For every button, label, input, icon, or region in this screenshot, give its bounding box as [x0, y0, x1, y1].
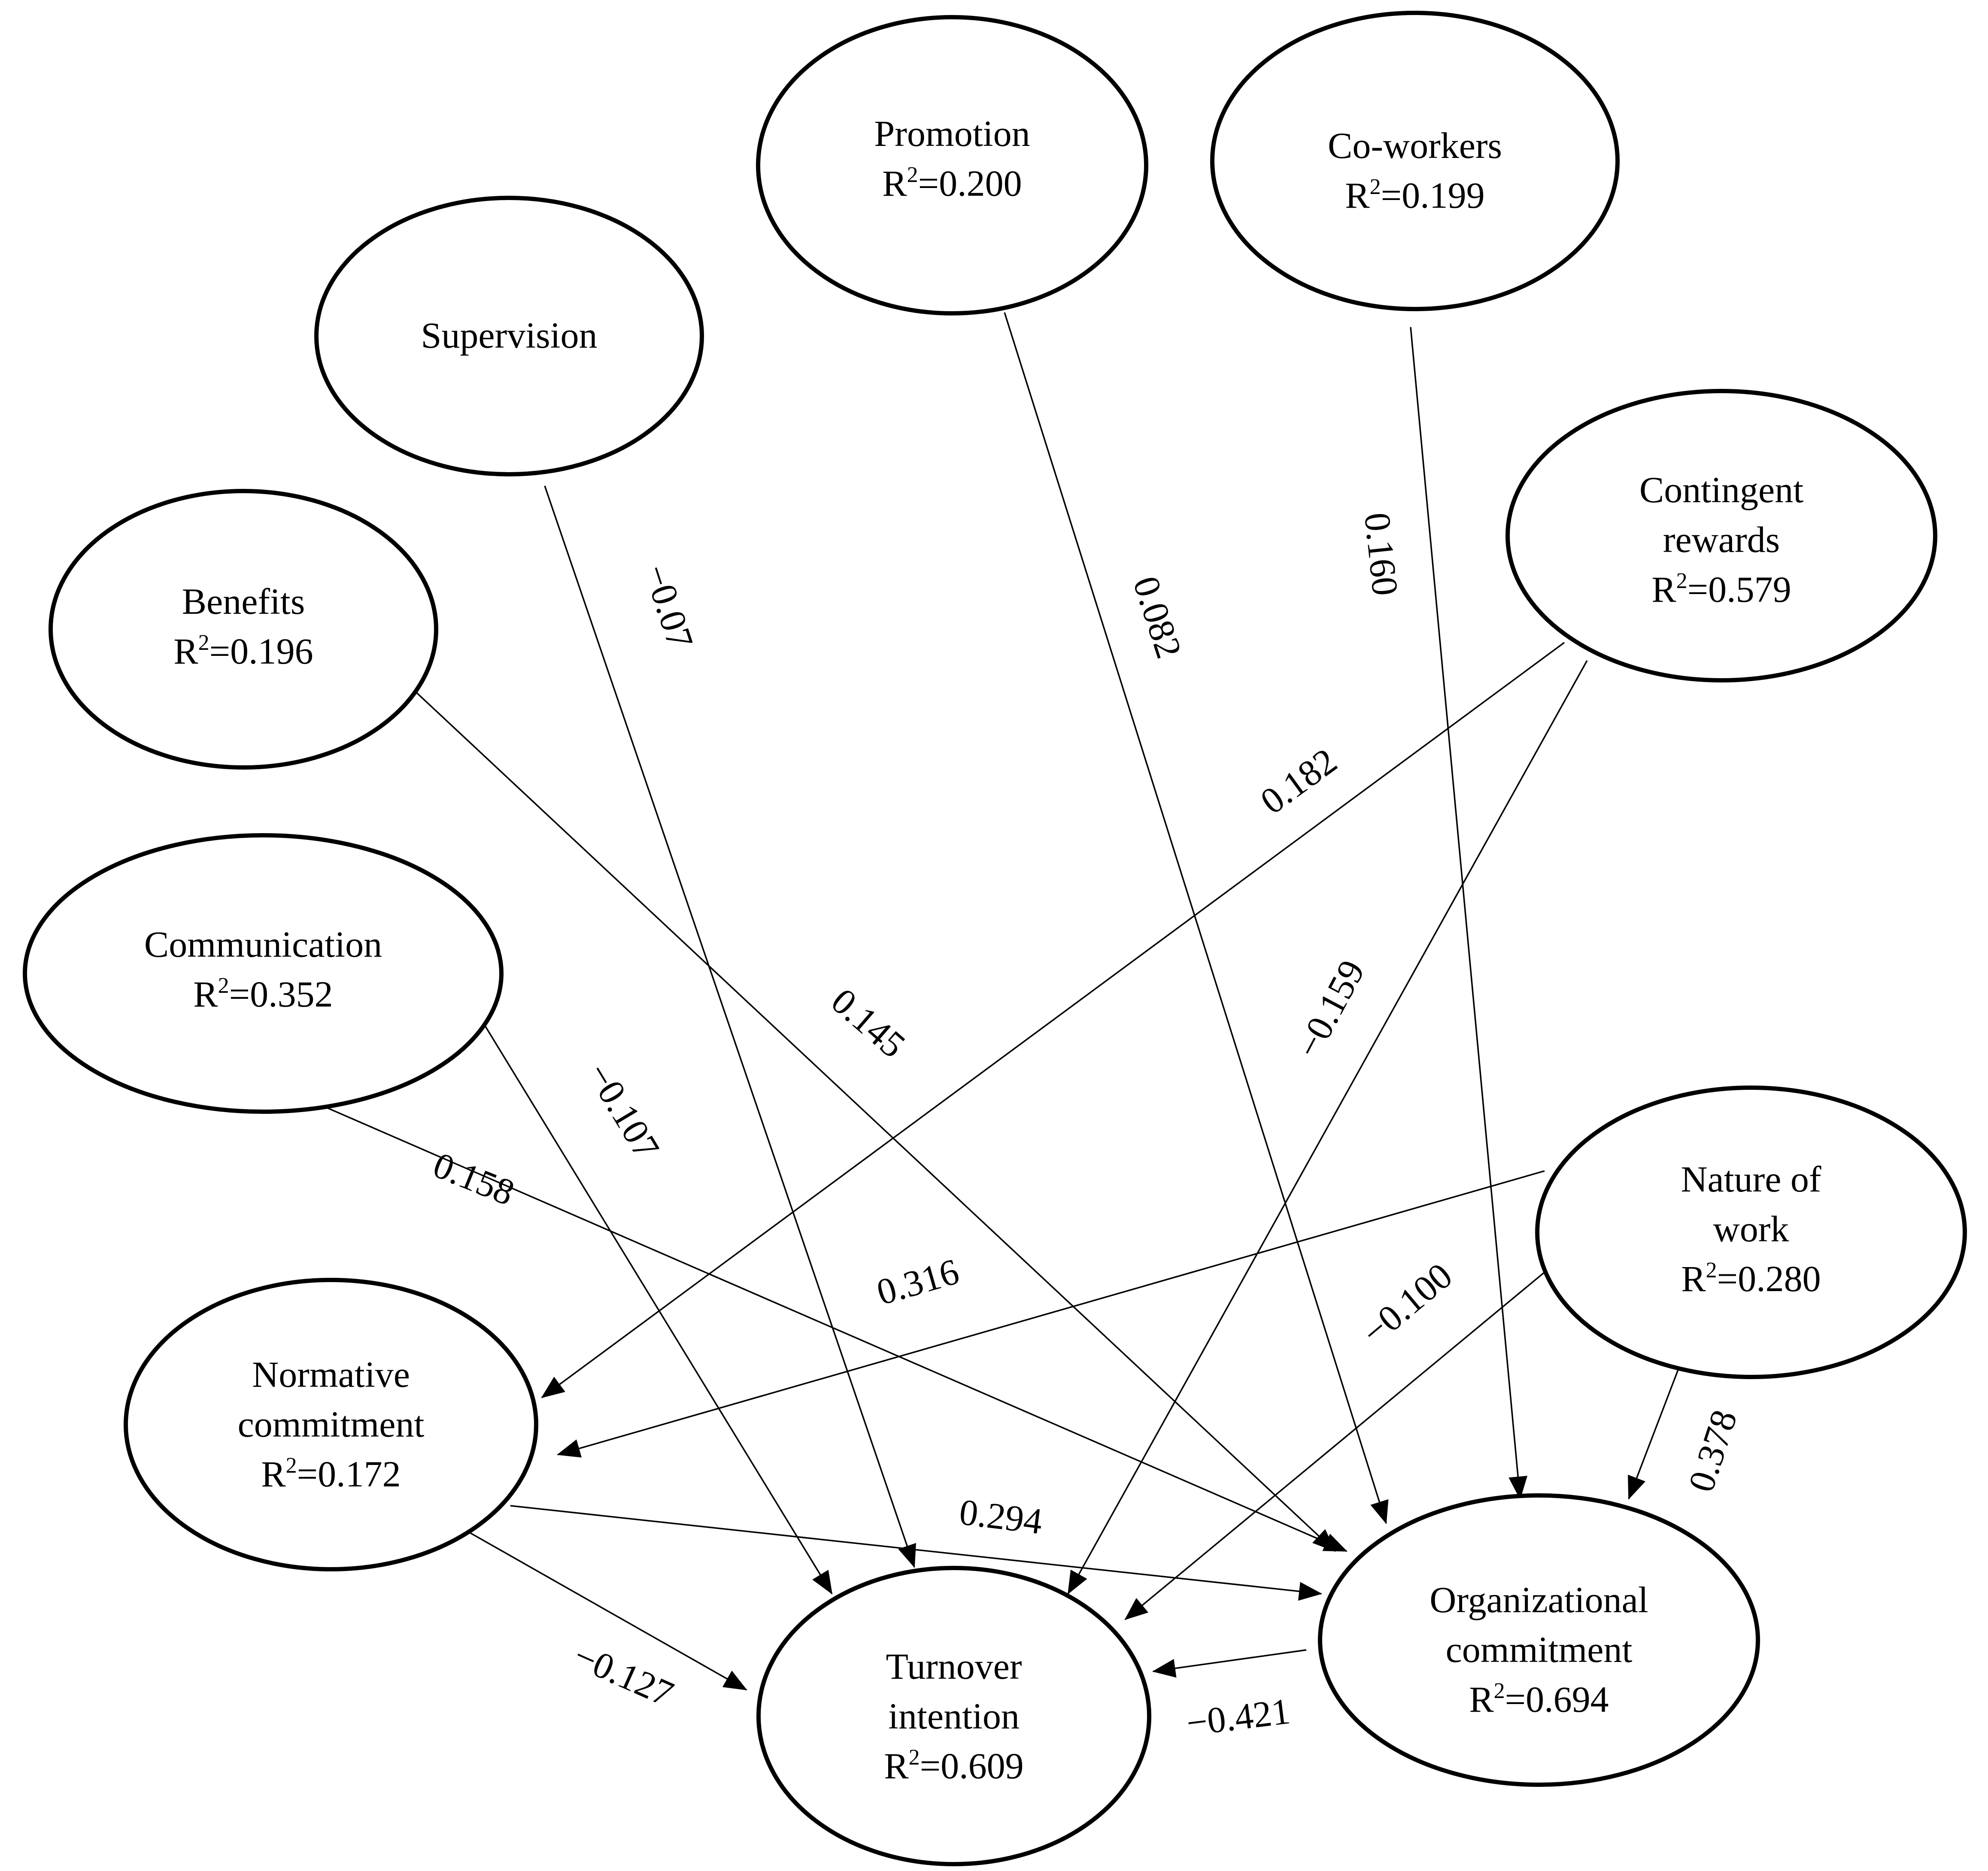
edge-contingent-turnover [1067, 660, 1588, 1595]
edge-nature-organizational [1628, 1365, 1681, 1500]
coef-nature-normative: 0.316 [872, 1250, 963, 1313]
node-turnover-intention-r2: R2=0.609 [884, 1745, 1023, 1786]
coef-promotion-organizational: 0.082 [1125, 571, 1190, 663]
node-nature-of-work: Nature of work R2=0.280 [1535, 1086, 1967, 1379]
node-contingent-rewards: Contingent rewards R2=0.579 [1505, 389, 1937, 682]
coef-organizational-turnover: −0.421 [1184, 1690, 1293, 1744]
node-benefits-ellipse [49, 489, 438, 770]
coef-benefits-organizational: 0.145 [824, 980, 914, 1065]
node-supervision: Supervision [314, 196, 704, 476]
node-benefits-name: Benefits [182, 581, 305, 622]
coef-normative-turnover: −0.127 [568, 1634, 680, 1714]
node-normative-commitment: Normative commitment R2=0.172 [124, 1278, 538, 1571]
node-contingent-rewards-name-line1: Contingent [1639, 469, 1803, 510]
coef-contingent-normative: 0.182 [1253, 740, 1344, 822]
coef-supervision-turnover: −0.07 [636, 560, 701, 654]
node-nature-of-work-r2: R2=0.280 [1681, 1258, 1821, 1299]
node-promotion-name: Promotion [874, 113, 1030, 154]
node-organizational-commitment-r2: R2=0.694 [1469, 1679, 1609, 1720]
node-coworkers-ellipse [1210, 11, 1620, 311]
coef-nature-organizational: 0.378 [1680, 1405, 1745, 1497]
node-benefits: Benefits R2=0.196 [49, 489, 438, 770]
edge-normative-organizational [510, 1505, 1322, 1601]
node-normative-commitment-name-line1: Normative [252, 1354, 410, 1395]
node-coworkers-name: Co-workers [1328, 125, 1502, 166]
node-organizational-commitment-ellipse [1318, 1493, 1760, 1787]
node-coworkers: Co-workers R2=0.199 [1210, 11, 1620, 311]
edge-benefits-organizational [412, 688, 1336, 1552]
edge-coworkers-organizational [1410, 327, 1528, 1500]
node-contingent-rewards-r2: R2=0.579 [1651, 569, 1791, 610]
node-promotion: Promotion R2=0.200 [756, 15, 1148, 315]
node-promotion-ellipse [756, 15, 1148, 315]
node-nature-of-work-name-line2: work [1713, 1208, 1789, 1249]
node-turnover-intention-name-line2: intention [888, 1695, 1020, 1737]
node-organizational-commitment-name-line1: Organizational [1430, 1579, 1648, 1620]
node-communication-name: Communication [144, 924, 382, 965]
node-communication-ellipse [23, 833, 504, 1114]
edge-communication-organizational [317, 1103, 1348, 1552]
node-nature-of-work-name-line1: Nature of [1681, 1158, 1821, 1200]
coef-communication-turnover: −0.107 [579, 1056, 668, 1166]
node-contingent-rewards-name-line2: rewards [1663, 519, 1780, 560]
edge-nature-turnover [1124, 1271, 1545, 1620]
node-contingent-rewards-ellipse [1505, 389, 1937, 682]
node-normative-commitment-ellipse [124, 1278, 538, 1571]
edge-supervision-turnover [544, 485, 916, 1568]
node-promotion-r2: R2=0.200 [882, 163, 1022, 204]
node-turnover-intention-ellipse [756, 1566, 1151, 1866]
edge-organizational-turnover [1152, 1649, 1307, 1678]
coef-contingent-turnover: −0.159 [1287, 953, 1372, 1064]
coef-coworkers-organizational: 0.160 [1357, 511, 1406, 597]
edges [317, 312, 1681, 1691]
coef-communication-organizational: 0.158 [428, 1144, 520, 1213]
node-communication-r2: R2=0.352 [193, 973, 333, 1015]
edge-nature-normative [557, 1170, 1545, 1458]
node-coworkers-r2: R2=0.199 [1345, 175, 1484, 216]
node-turnover-intention-name-line1: Turnover [886, 1646, 1022, 1687]
node-organizational-commitment: Organizational commitment R2=0.694 [1318, 1493, 1760, 1787]
node-benefits-r2: R2=0.196 [173, 631, 313, 672]
node-nature-of-work-ellipse [1535, 1086, 1967, 1379]
node-normative-commitment-r2: R2=0.172 [261, 1453, 401, 1495]
node-supervision-name: Supervision [421, 315, 598, 356]
coef-normative-organizational: 0.294 [957, 1491, 1045, 1542]
node-organizational-commitment-name-line2: commitment [1446, 1629, 1633, 1670]
edge-communication-turnover [475, 1010, 833, 1595]
node-normative-commitment-name-line2: commitment [238, 1404, 425, 1445]
edge-normative-turnover [469, 1531, 747, 1691]
edge-promotion-organizational [1004, 312, 1389, 1524]
edge-contingent-normative [541, 642, 1565, 1398]
node-turnover-intention: Turnover intention R2=0.609 [756, 1566, 1151, 1866]
node-supervision-ellipse [314, 196, 704, 476]
coef-nature-turnover: −0.100 [1354, 1255, 1460, 1353]
node-communication: Communication R2=0.352 [23, 833, 504, 1114]
